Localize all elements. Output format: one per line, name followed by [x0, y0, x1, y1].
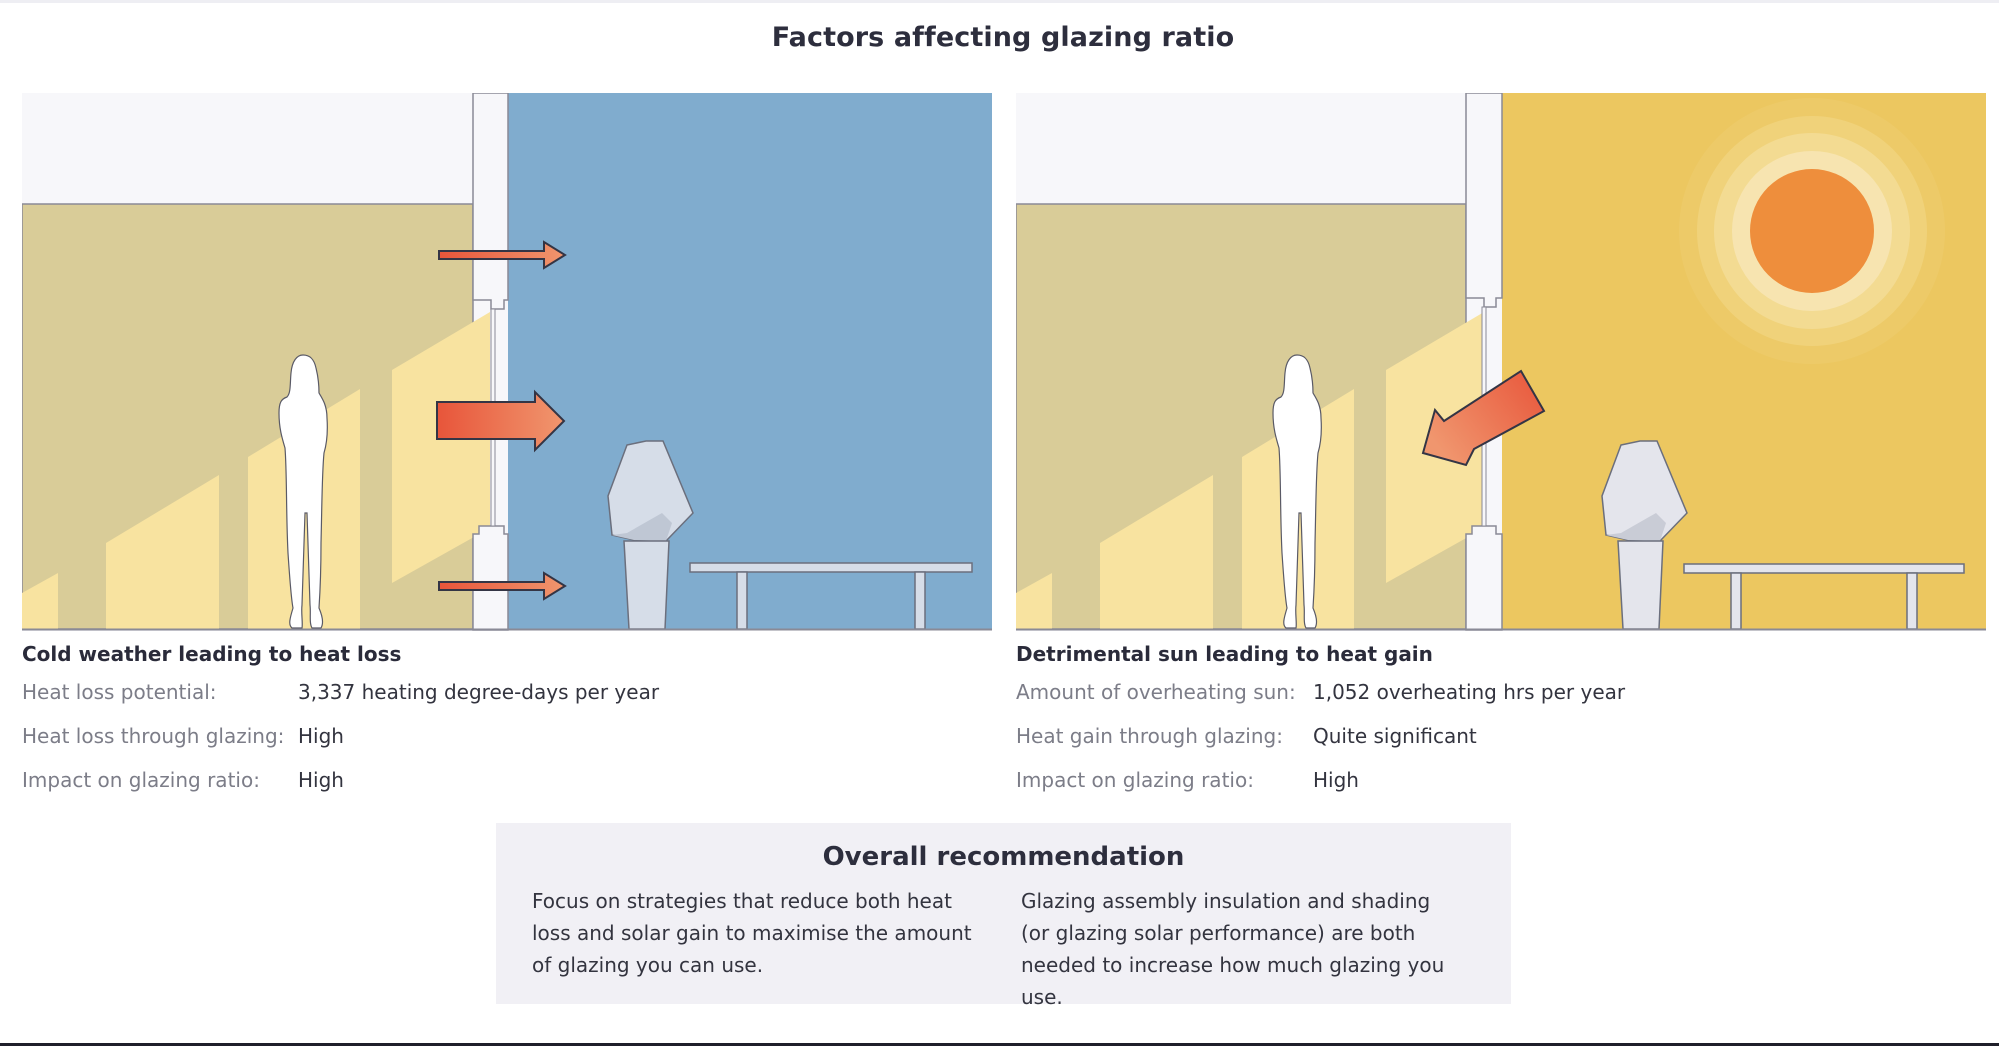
info-value: 3,337 heating degree-days per year — [298, 680, 660, 704]
small-outward-arrow-bottom — [438, 571, 567, 601]
overall-recommendation-box: Overall recommendation Focus on strategi… — [496, 823, 1511, 1009]
page-title: Factors affecting glazing ratio — [771, 22, 1235, 53]
info-value: 1,052 overheating hrs per year — [1313, 680, 1626, 704]
info-value: High — [298, 724, 344, 748]
info-value: Quite significant — [1313, 724, 1477, 748]
info-label: Amount of overheating sun: — [1016, 680, 1296, 704]
info-row: Impact on glazing ratio: High — [22, 758, 992, 802]
lower-window-frame — [1465, 525, 1503, 631]
info-row: Heat gain through glazing: Quite signifi… — [1016, 714, 1986, 758]
info-label: Heat gain through glazing: — [1016, 724, 1283, 748]
info-label: Heat loss potential: — [22, 680, 217, 704]
large-outward-arrow — [436, 389, 566, 453]
heat-loss-info: Cold weather leading to heat loss Heat l… — [22, 638, 992, 802]
info-label: Impact on glazing ratio: — [22, 768, 260, 792]
bench-leg-right — [914, 571, 926, 630]
bench-leg-right — [1906, 572, 1918, 630]
info-row: Heat loss through glazing: High — [22, 714, 992, 758]
lower-window-frame — [472, 525, 509, 631]
sculpture-pedestal — [623, 540, 670, 630]
bottom-divider — [0, 1043, 1999, 1046]
sculpture-rock-shade — [612, 513, 672, 541]
sculpture-pedestal — [1617, 540, 1664, 630]
bench-leg-left — [736, 571, 748, 630]
large-inward-diagonal-arrow — [1421, 369, 1546, 467]
recommendation-text-1: Focus on strategies that reduce both hea… — [532, 889, 972, 977]
info-label: Heat loss through glazing: — [22, 724, 285, 748]
info-row: Impact on glazing ratio: High — [1016, 758, 1986, 802]
cold-sky — [508, 93, 992, 629]
info-label: Impact on glazing ratio: — [1016, 768, 1254, 792]
bench-top — [1683, 563, 1965, 574]
info-row: Heat loss potential: 3,337 heating degre… — [22, 670, 992, 714]
heat-gain-info: Detrimental sun leading to heat gain Amo… — [1016, 638, 1986, 802]
heat-loss-illustration — [22, 93, 992, 631]
upper-window-frame — [472, 93, 509, 310]
sculpture-rock-shade — [1606, 513, 1666, 541]
small-outward-arrow-top — [438, 240, 567, 270]
bench-top — [689, 562, 973, 573]
sunlight-patches — [1016, 312, 1484, 629]
info-value: High — [298, 768, 344, 792]
recommendation-text-2: Glazing assembly insulation and shading … — [1021, 889, 1445, 1009]
heat-loss-heading: Cold weather leading to heat loss — [22, 642, 402, 666]
info-value: High — [1313, 768, 1359, 792]
person-silhouette — [1272, 354, 1322, 629]
heat-gain-illustration — [1016, 93, 1986, 631]
recommendation-title: Overall recommendation — [822, 842, 1185, 872]
heat-gain-heading: Detrimental sun leading to heat gain — [1016, 642, 1433, 666]
sun-icon — [1679, 98, 1945, 364]
info-row: Amount of overheating sun: 1,052 overhea… — [1016, 670, 1986, 714]
upper-window-frame — [1465, 93, 1503, 308]
top-divider — [0, 0, 1999, 3]
bench-leg-left — [1730, 572, 1742, 630]
person-silhouette — [278, 354, 328, 629]
